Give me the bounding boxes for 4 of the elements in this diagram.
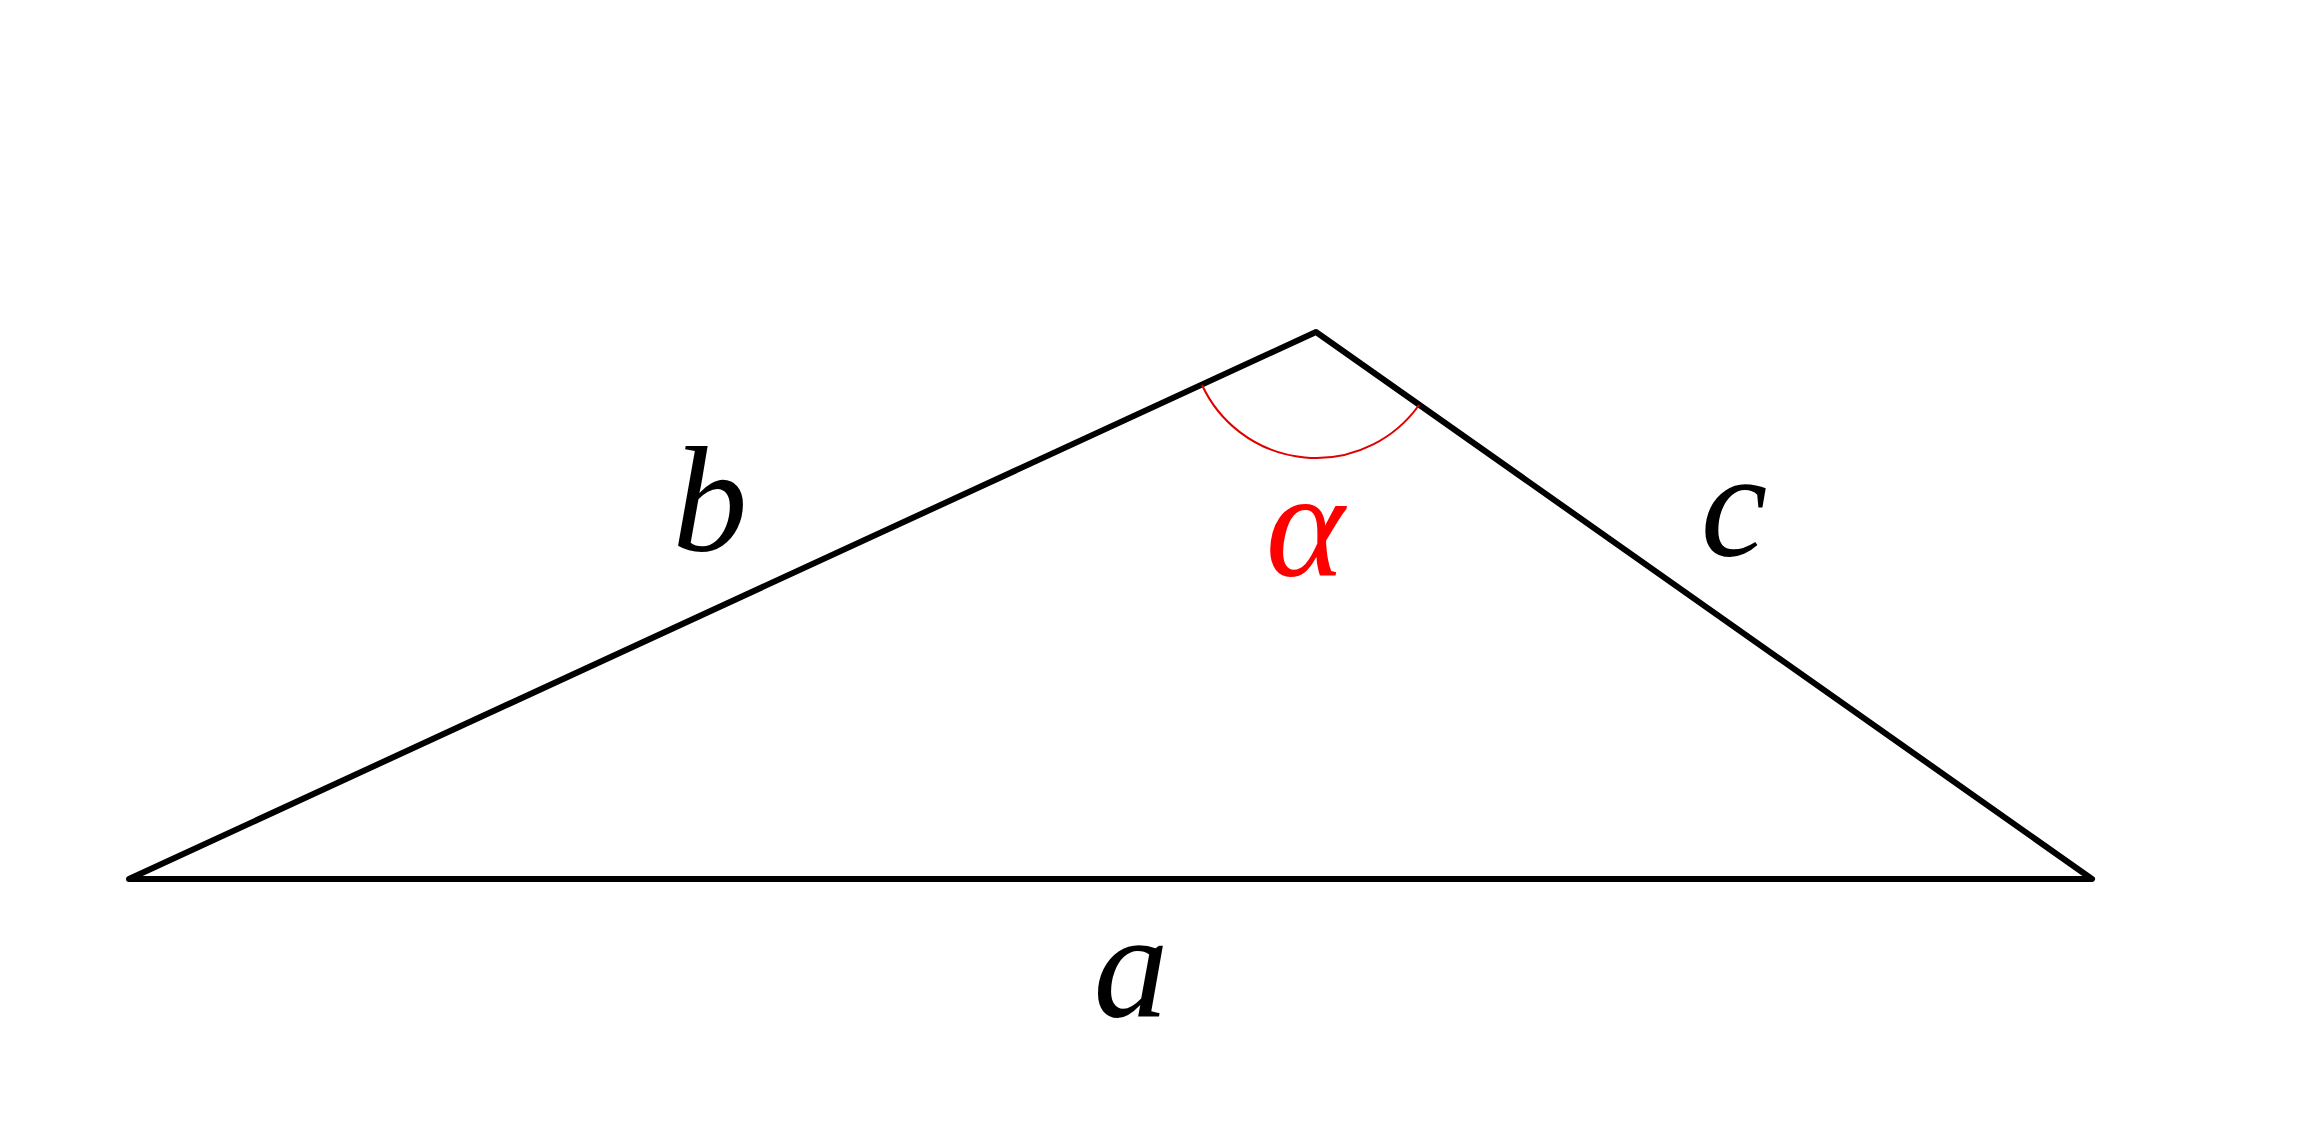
angle-label: α xyxy=(1265,450,1345,600)
side-label: b xyxy=(672,425,748,575)
side-label: c xyxy=(1700,430,1768,580)
side-label: a xyxy=(1093,890,1169,1040)
